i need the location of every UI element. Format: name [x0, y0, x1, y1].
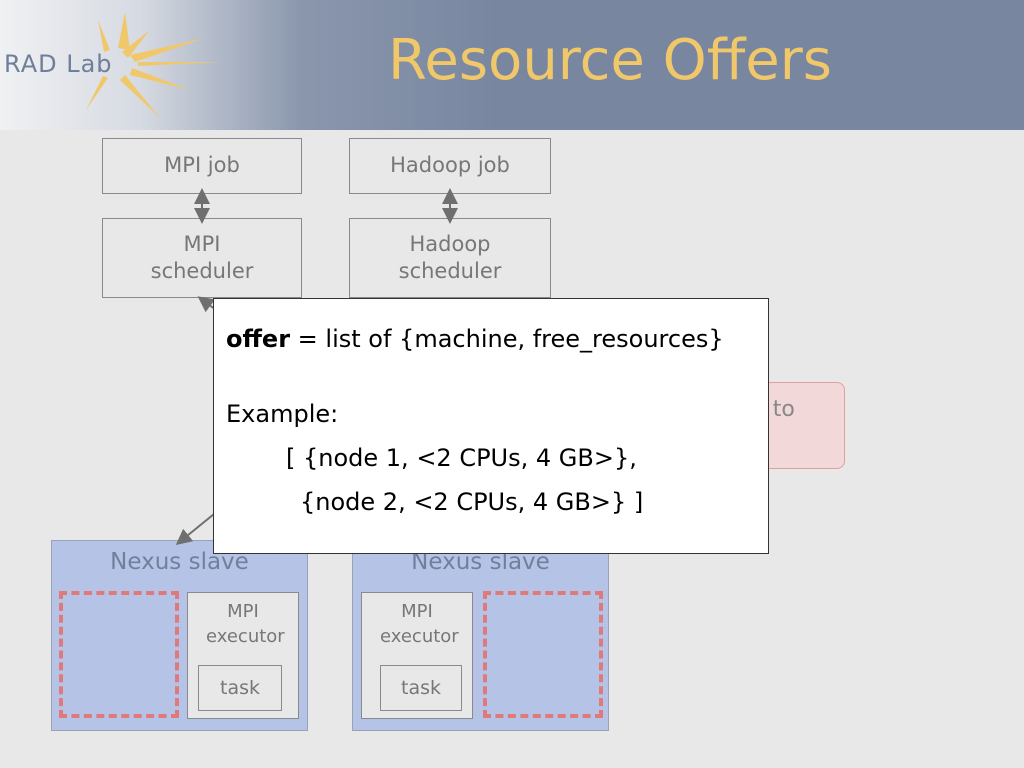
nexus-slave-1: Nexus slave MPI executor task — [51, 540, 308, 731]
task-label: task — [401, 677, 441, 699]
free-resources-outline — [59, 591, 179, 718]
example-line-2: {node 2, <2 CPUs, 4 GB>} ] — [300, 488, 644, 516]
master-to-slave-arrow — [175, 513, 215, 546]
logo-text: RAD Lab — [4, 50, 113, 78]
offer-definition-text: = list of {machine, free_resources} — [290, 325, 724, 353]
task-box: task — [380, 665, 462, 711]
example-label: Example: — [226, 400, 339, 428]
example-line-1: [ {node 1, <2 CPUs, 4 GB>}, — [286, 444, 637, 472]
hadoop-scheduler-label: Hadoop scheduler — [398, 231, 502, 283]
offer-definition: offer = list of {machine, free_resources… — [226, 325, 724, 353]
mpi-scheduler-box: MPI scheduler — [102, 218, 302, 298]
mpi-executor-label: MPI executor — [380, 601, 459, 648]
mpi-executor-label: MPI executor — [206, 601, 285, 648]
offer-term: offer — [226, 325, 291, 353]
nexus-slave-2: Nexus slave MPI executor task — [352, 540, 609, 731]
hadoop-job-label: Hadoop job — [390, 153, 510, 178]
rad-lab-logo: RAD Lab — [0, 0, 230, 130]
sunburst-icon — [86, 12, 220, 118]
mpi-scheduler-label: MPI scheduler — [150, 231, 254, 283]
offer-callout: offer = list of {machine, free_resources… — [213, 298, 769, 554]
mpi-job-label: MPI job — [164, 153, 240, 178]
mpi-executor-box: MPI executor task — [187, 592, 299, 719]
task-label: task — [220, 677, 260, 699]
free-resources-outline — [483, 591, 603, 718]
slide-title: Resource Offers — [388, 28, 832, 93]
header-band: RAD Lab Resource Offers — [0, 0, 1024, 130]
hadoop-scheduler-box: Hadoop scheduler — [349, 218, 551, 298]
task-box: task — [198, 665, 282, 711]
mpi-job-box: MPI job — [102, 138, 302, 194]
mpi-executor-box: MPI executor task — [361, 592, 473, 719]
